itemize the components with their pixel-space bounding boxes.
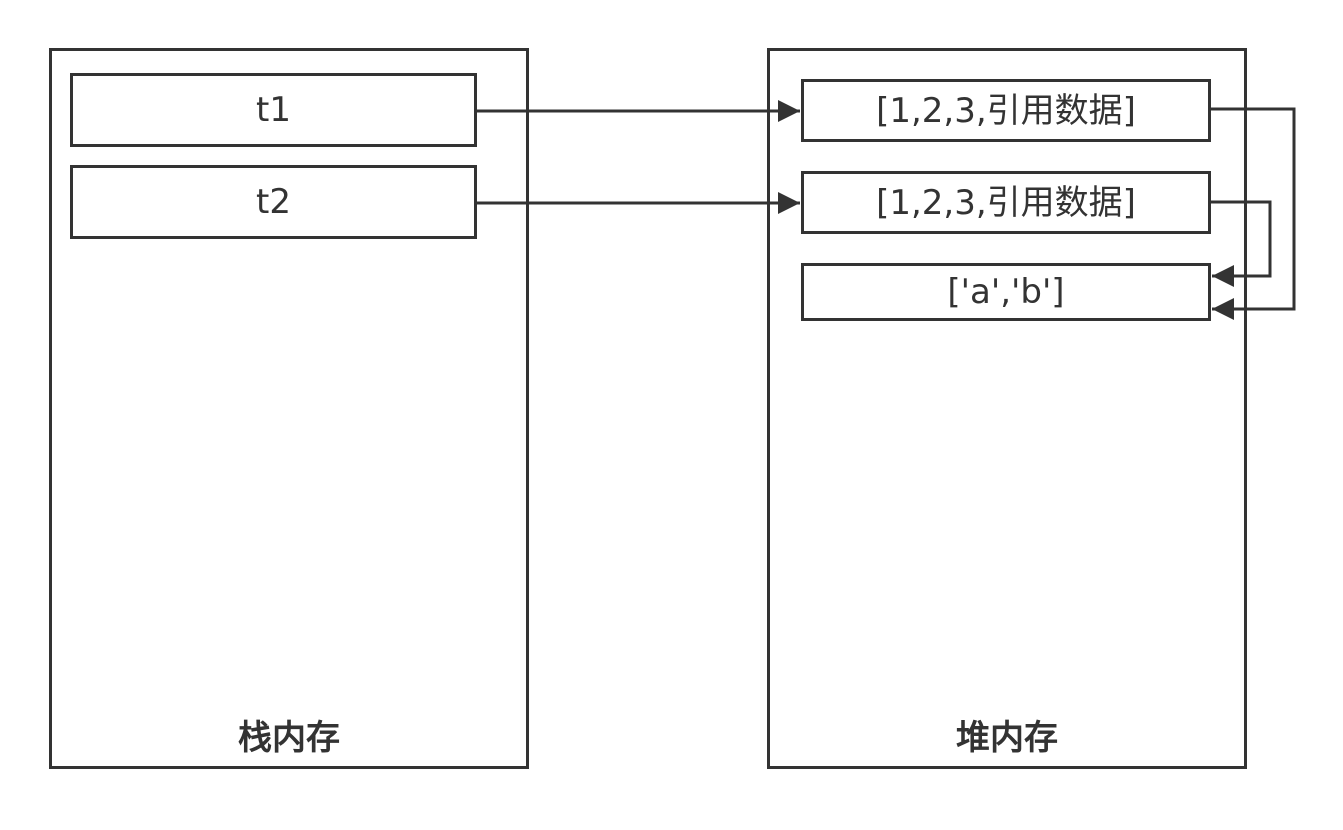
stack-memory-panel: 栈内存 [49,48,529,769]
stack-var-t2: t2 [70,165,477,239]
stack-memory-title: 栈内存 [238,718,340,758]
heap-object-shared-array: ['a','b'] [801,263,1211,321]
heap-object-array-1: [1,2,3,引用数据] [801,79,1211,142]
stack-var-t1: t1 [70,73,477,147]
heap-memory-title: 堆内存 [956,718,1058,758]
heap-object-array-2: [1,2,3,引用数据] [801,171,1211,234]
heap-memory-panel: 堆内存 [767,48,1247,769]
